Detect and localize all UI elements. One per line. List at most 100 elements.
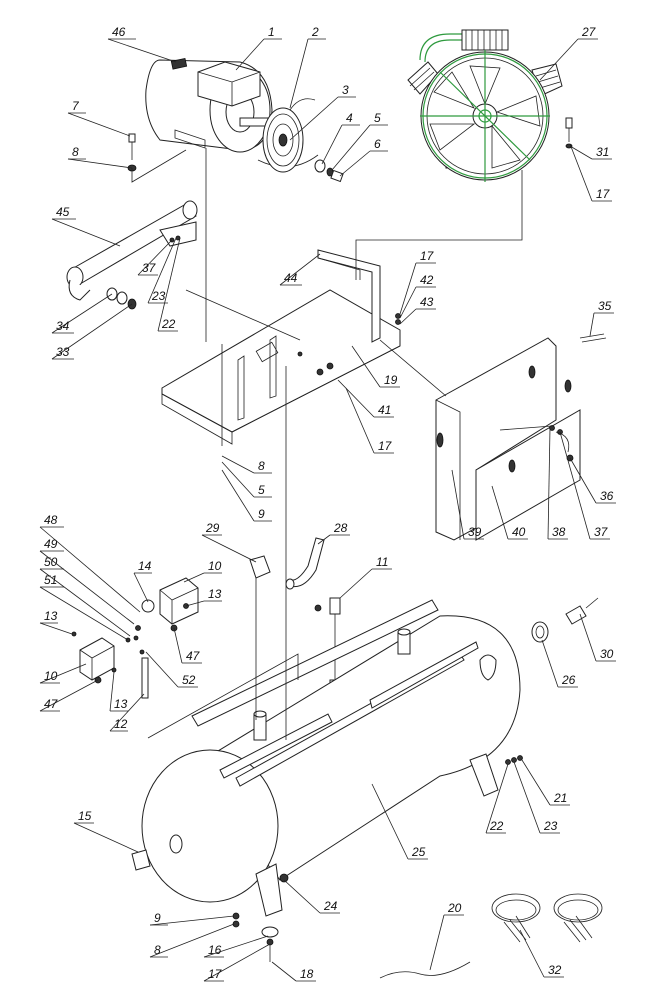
callout-label: 44 bbox=[284, 271, 298, 285]
callout-c43: 43 bbox=[399, 295, 436, 325]
callout-c17c: 17 bbox=[345, 387, 394, 454]
callout-c2: 2 bbox=[289, 25, 326, 109]
callout-label: 51 bbox=[44, 573, 57, 587]
callout-leader bbox=[351, 345, 381, 388]
callout-label: 26 bbox=[561, 673, 576, 687]
callout-c27: 27 bbox=[539, 25, 598, 81]
electric-motor bbox=[145, 57, 273, 153]
callout-label: 16 bbox=[208, 943, 222, 957]
callout-leader bbox=[107, 38, 177, 63]
callout-label: 41 bbox=[378, 403, 391, 417]
callout-leader bbox=[185, 600, 205, 607]
callout-leader bbox=[541, 639, 559, 688]
callout-label: 14 bbox=[138, 559, 152, 573]
callout-c16: 16 bbox=[203, 935, 269, 958]
callout-c38: 38 bbox=[547, 427, 568, 540]
callout-label: 1 bbox=[268, 25, 275, 39]
callout-leader bbox=[289, 96, 339, 141]
callout-leader bbox=[337, 379, 375, 418]
callout-leader bbox=[51, 218, 121, 247]
callout-label: 35 bbox=[598, 299, 612, 313]
callout-c42: 42 bbox=[399, 273, 436, 319]
callout-label: 52 bbox=[182, 673, 196, 687]
callout-c40: 40 bbox=[491, 485, 528, 540]
callout-leader bbox=[39, 586, 129, 641]
callout-leader bbox=[345, 387, 375, 454]
callout-leader bbox=[39, 550, 135, 625]
callout-c14: 14 bbox=[133, 559, 152, 603]
callout-c22a: 22 bbox=[157, 237, 181, 332]
callout-label: 17 bbox=[420, 249, 435, 263]
callout-c7: 7 bbox=[67, 99, 131, 137]
callout-leader bbox=[173, 627, 183, 664]
callout-leader bbox=[201, 534, 257, 563]
check-valve bbox=[249, 537, 325, 612]
callout-label: 5 bbox=[374, 111, 381, 125]
callout-label: 8 bbox=[258, 459, 265, 473]
callout-label: 12 bbox=[114, 717, 128, 731]
callout-label: 38 bbox=[552, 525, 566, 539]
callout-leader bbox=[547, 427, 551, 540]
callout-c23a: 23 bbox=[147, 237, 177, 304]
callout-label: 47 bbox=[186, 649, 201, 663]
callout-label: 32 bbox=[548, 963, 562, 977]
callout-c52: 52 bbox=[145, 651, 198, 688]
callout-leader bbox=[39, 568, 131, 637]
callout-leader bbox=[149, 923, 235, 958]
callout-c24: 24 bbox=[283, 879, 340, 914]
callout-c5b: 5 bbox=[221, 461, 272, 498]
callout-label: 10 bbox=[44, 669, 58, 683]
callout-label: 18 bbox=[300, 967, 314, 981]
callout-c46: 46 bbox=[107, 25, 177, 63]
callout-c8c: 8 bbox=[149, 923, 235, 958]
callout-label: 33 bbox=[56, 345, 70, 359]
callout-label: 7 bbox=[72, 99, 80, 113]
callout-leader bbox=[569, 457, 597, 504]
callout-c13a: 13 bbox=[39, 609, 73, 635]
callout-c22b: 22 bbox=[485, 763, 509, 834]
bolt-7 bbox=[127, 133, 137, 172]
callout-label: 6 bbox=[374, 137, 381, 151]
pressure-switch-right bbox=[135, 577, 199, 632]
callout-label: 30 bbox=[600, 647, 614, 661]
bracket-44 bbox=[317, 249, 401, 343]
callout-c18: 18 bbox=[271, 961, 316, 982]
callout-leader bbox=[51, 293, 113, 334]
callout-c15: 15 bbox=[73, 809, 139, 853]
callout-c39: 39 bbox=[451, 469, 484, 540]
callout-c36: 36 bbox=[569, 457, 616, 504]
callout-leader bbox=[451, 469, 465, 540]
callout-c47b: 47 bbox=[173, 627, 202, 664]
callout-leader bbox=[491, 485, 509, 540]
callout-label: 22 bbox=[489, 819, 504, 833]
callout-label: 45 bbox=[56, 205, 70, 219]
callout-c33: 33 bbox=[51, 303, 133, 360]
callout-leader bbox=[39, 679, 99, 712]
callout-leader bbox=[149, 915, 235, 926]
callout-label: 20 bbox=[447, 901, 462, 915]
callout-leader bbox=[51, 303, 133, 360]
air-outlet bbox=[531, 597, 599, 643]
callout-label: 28 bbox=[333, 521, 348, 535]
callout-c21: 21 bbox=[521, 759, 570, 806]
callout-c6: 6 bbox=[339, 137, 388, 177]
callout-leader bbox=[67, 158, 133, 169]
callout-label: 36 bbox=[600, 489, 614, 503]
callout-c3: 3 bbox=[289, 83, 356, 141]
callout-c29: 29 bbox=[201, 521, 257, 563]
callout-leader bbox=[137, 239, 173, 276]
callout-label: 17 bbox=[378, 439, 393, 453]
callout-label: 34 bbox=[56, 319, 70, 333]
callout-c28: 28 bbox=[317, 521, 350, 545]
base-plate bbox=[161, 289, 401, 445]
callout-label: 8 bbox=[154, 943, 161, 957]
callout-leader bbox=[399, 308, 417, 325]
callout-leader bbox=[221, 469, 255, 522]
callout-c23b: 23 bbox=[513, 761, 560, 834]
callout-label: 25 bbox=[411, 845, 426, 859]
callout-leader bbox=[39, 526, 141, 613]
compressor-pump bbox=[407, 29, 573, 182]
callout-c4: 4 bbox=[321, 111, 360, 165]
callout-c51: 51 bbox=[39, 573, 129, 641]
